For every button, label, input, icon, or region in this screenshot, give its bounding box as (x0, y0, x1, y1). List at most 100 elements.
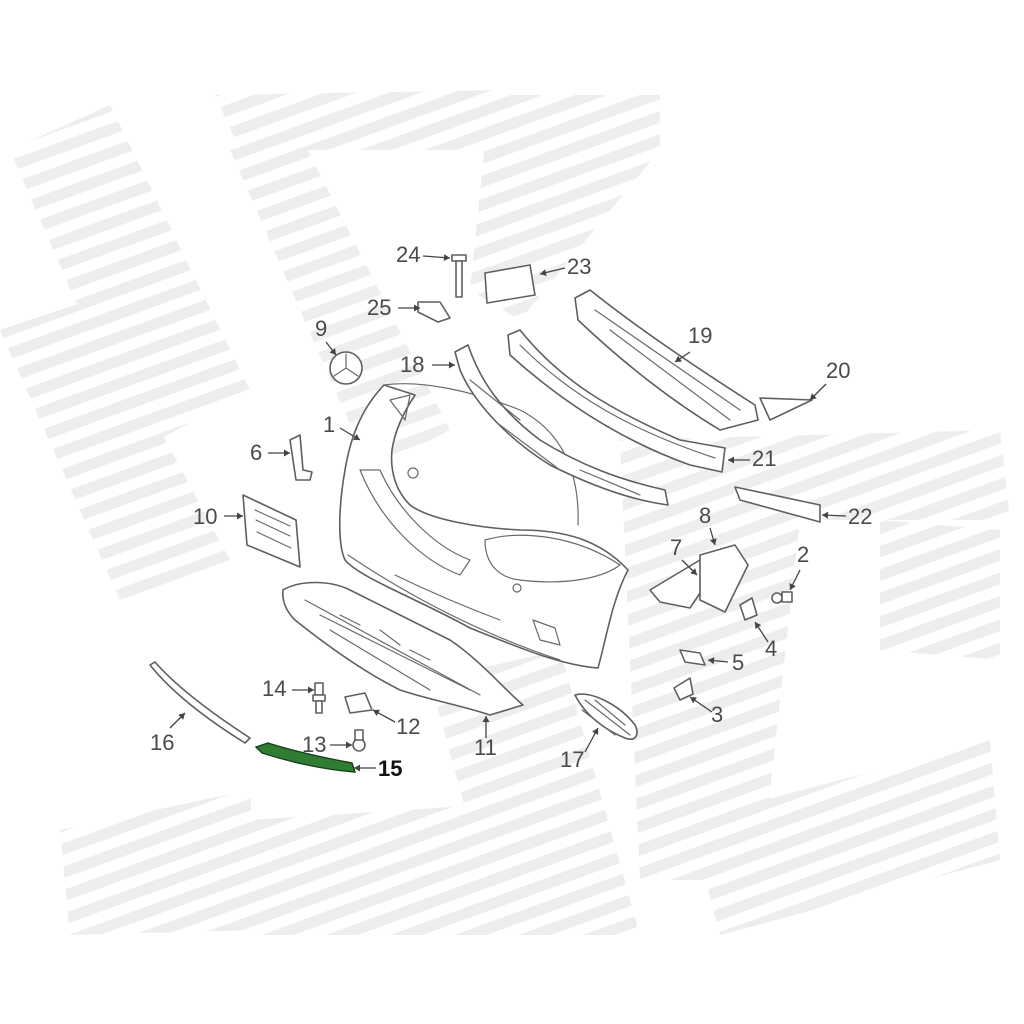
leader-arrow-24 (443, 254, 450, 262)
callout-number-7: 7 (670, 535, 682, 560)
leader-arrow-23 (540, 269, 547, 277)
leader-arrow-14 (308, 686, 314, 694)
callout-24: 24 (396, 242, 451, 267)
part-bolt-13 (352, 729, 366, 752)
callout-1: 1 (323, 412, 361, 441)
part-fastener-3 (673, 677, 694, 701)
leader-arrow-7 (690, 568, 697, 575)
leader-arrow-4 (755, 622, 762, 629)
callout-number-17: 17 (560, 747, 584, 772)
leader-arrow-13 (346, 741, 352, 749)
callout-2: 2 (789, 542, 809, 591)
callout-number-16: 16 (150, 730, 174, 755)
callout-25: 25 (367, 295, 420, 320)
part-trim-20 (759, 397, 813, 421)
part-license-plate-holder (242, 494, 301, 568)
leader-arrow-2 (789, 583, 796, 590)
callout-20: 20 (809, 358, 850, 401)
part-emblem (329, 351, 363, 385)
leader-arrow-10 (237, 512, 243, 520)
callout-number-2: 2 (797, 542, 809, 567)
part-lower-support (282, 581, 524, 716)
callout-4: 4 (754, 621, 777, 661)
callout-3: 3 (689, 696, 723, 727)
leader-arrow-22 (822, 511, 829, 519)
callout-number-3: 3 (711, 702, 723, 727)
part-impact-beam-21 (507, 329, 726, 473)
callout-16: 16 (150, 712, 186, 755)
callout-number-21: 21 (752, 446, 776, 471)
leader-arrow-3 (690, 697, 697, 704)
callout-5: 5 (707, 650, 744, 675)
callout-layer: 1234567891011121314151617181920212223242… (150, 242, 872, 781)
callout-number-5: 5 (732, 650, 744, 675)
part-clip-4 (739, 597, 758, 621)
leader-arrow-6 (284, 449, 290, 457)
callout-6: 6 (250, 440, 290, 465)
callout-number-25: 25 (367, 295, 391, 320)
callout-number-1: 1 (323, 412, 335, 437)
callout-number-9: 9 (315, 316, 327, 341)
part-grille-insert-17 (574, 693, 638, 740)
callout-12: 12 (372, 709, 420, 739)
leader-arrow-19 (675, 355, 682, 362)
callout-number-8: 8 (699, 503, 711, 528)
part-screw-14 (312, 682, 326, 714)
leader-arrow-17 (592, 728, 599, 735)
callout-10: 10 (193, 504, 243, 529)
callout-9: 9 (315, 316, 337, 356)
callout-number-19: 19 (688, 323, 712, 348)
callout-number-18: 18 (400, 352, 424, 377)
callout-17: 17 (560, 727, 599, 772)
callout-8: 8 (699, 503, 717, 546)
callout-18: 18 (400, 352, 455, 377)
part-bumper-cover (338, 383, 629, 669)
callout-7: 7 (670, 535, 698, 576)
part-module-23 (484, 264, 536, 304)
part-bracket-left (289, 434, 313, 481)
part-screw-2 (771, 591, 793, 604)
part-fastener-5 (679, 649, 706, 666)
leader-arrow-16 (178, 713, 185, 720)
part-pin-24 (451, 254, 467, 298)
callout-19: 19 (674, 323, 712, 363)
callout-number-11: 11 (474, 735, 497, 760)
callout-21: 21 (728, 446, 776, 471)
callout-13: 13 (302, 732, 352, 757)
callout-number-22: 22 (848, 504, 872, 529)
leader-arrow-9 (329, 348, 336, 355)
leader-arrow-5 (708, 657, 715, 665)
callout-number-23: 23 (567, 254, 591, 279)
leader-arrow-15 (354, 764, 360, 772)
part-upper-bracket-18 (454, 344, 669, 506)
callout-15: 15 (354, 756, 402, 781)
callout-number-6: 6 (250, 440, 262, 465)
leader-arrow-25 (414, 304, 420, 312)
part-bracket-25 (417, 301, 451, 323)
part-spoiler-15 (254, 742, 356, 773)
callout-22: 22 (821, 504, 872, 529)
callout-number-15: 15 (378, 756, 402, 781)
callout-number-20: 20 (826, 358, 850, 383)
callout-number-24: 24 (396, 242, 420, 267)
part-clip-12 (344, 692, 373, 714)
leader-arrow-11 (482, 716, 490, 722)
leader-arrow-12 (373, 709, 380, 716)
leader-arrow-8 (709, 538, 717, 545)
part-trim-strip-16 (149, 661, 251, 744)
callout-number-10: 10 (193, 504, 217, 529)
part-absorber-19 (574, 289, 759, 431)
callout-number-12: 12 (396, 714, 420, 739)
callout-number-13: 13 (302, 732, 326, 757)
callout-14: 14 (262, 676, 314, 701)
leader-arrow-21 (728, 456, 734, 464)
callout-number-14: 14 (262, 676, 286, 701)
leader-arrow-20 (810, 393, 817, 400)
part-side-bracket-22 (734, 486, 821, 523)
leader-arrow-1 (353, 433, 360, 440)
watermark-logo (0, 90, 1010, 935)
callout-11: 11 (474, 716, 497, 760)
callout-23: 23 (539, 254, 591, 279)
leader-arrow-18 (449, 361, 455, 369)
